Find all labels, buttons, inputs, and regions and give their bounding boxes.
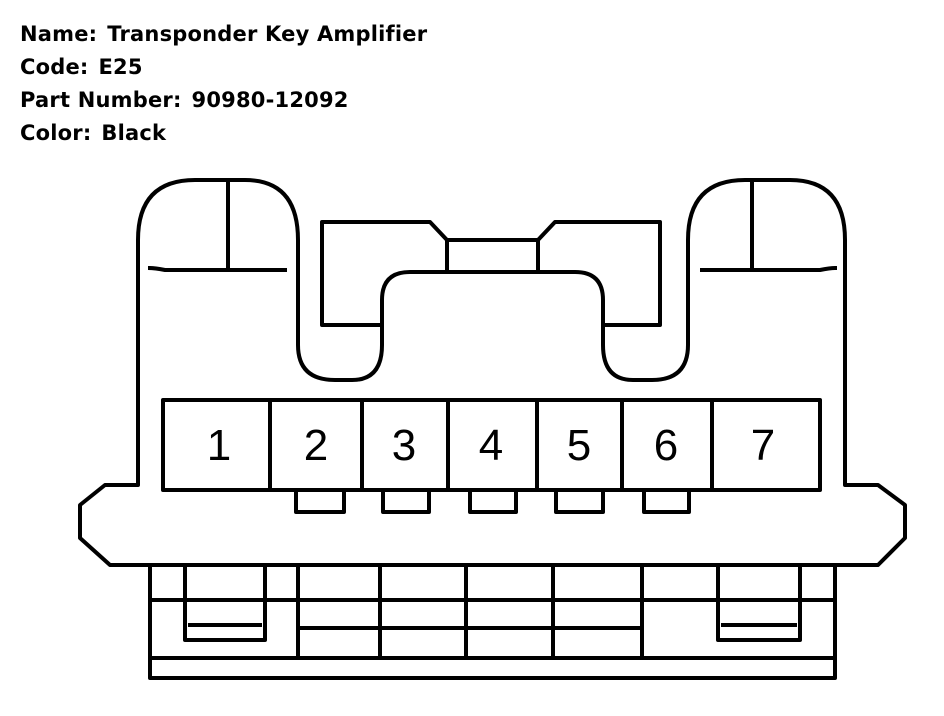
- terminal-tabs: [294, 488, 691, 514]
- latch-outline: [320, 220, 662, 327]
- pin-cavity-frame: [161, 398, 822, 492]
- right-lobe-inner-line: [700, 265, 838, 272]
- code-label: Code:: [20, 55, 89, 79]
- name-label: Name:: [20, 22, 98, 46]
- right-lock-window: [716, 563, 802, 642]
- pin-label-1: 1: [207, 421, 231, 470]
- color-value: Black: [101, 121, 167, 145]
- lower-body-dividers: [296, 563, 644, 660]
- left-lock-window: [183, 563, 267, 642]
- code-value: E25: [98, 55, 143, 79]
- pin-label-7: 7: [751, 421, 775, 470]
- part-number-label: Part Number:: [20, 88, 182, 112]
- name-value: Transponder Key Amplifier: [107, 22, 428, 46]
- latch-tab: [445, 238, 540, 274]
- color-row: Color: Black: [20, 117, 427, 150]
- pin-label-4: 4: [479, 421, 503, 470]
- pin-label-6: 6: [654, 421, 678, 470]
- pin-label-5: 5: [567, 421, 591, 470]
- part-number-row: Part Number: 90980-12092: [20, 84, 427, 117]
- left-lobe-inner-line: [147, 265, 287, 272]
- pin-label-3: 3: [392, 421, 416, 470]
- name-row: Name: Transponder Key Amplifier: [20, 18, 427, 51]
- connector-info: Name:Transponder Key Amplifier Code:E25 …: [20, 18, 427, 150]
- part-number-value: 90980-12092: [191, 88, 349, 112]
- lower-body: [148, 563, 837, 680]
- color-label: Color:: [20, 121, 92, 145]
- code-row: Code: E25: [20, 51, 427, 84]
- pin-cavity-dividers: [268, 398, 714, 492]
- pin-label-2: 2: [304, 421, 328, 470]
- pin-labels: 1 2 3 4 5 6 7: [207, 421, 775, 470]
- connector-housing: [78, 178, 907, 567]
